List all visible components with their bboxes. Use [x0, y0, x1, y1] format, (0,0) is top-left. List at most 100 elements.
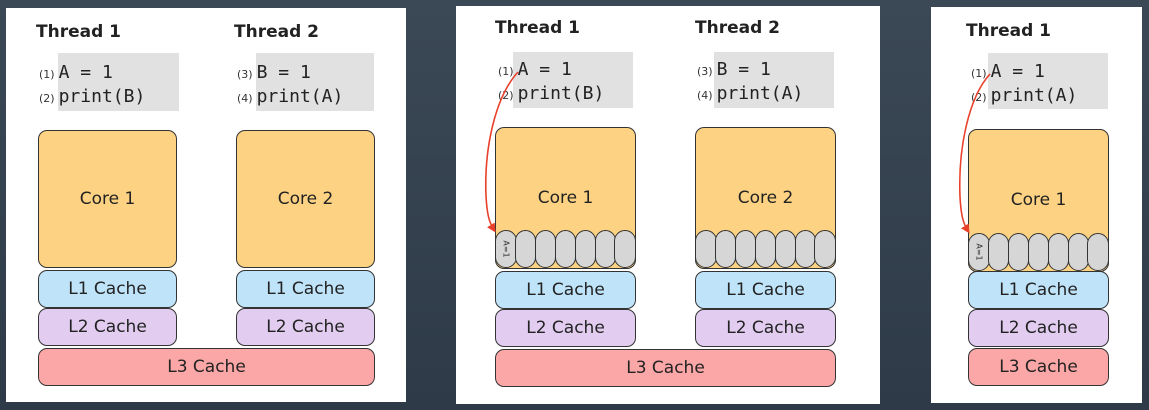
- core-label: Core 1: [79, 189, 136, 209]
- code-text: B = 1: [256, 62, 311, 83]
- l1-cache-core-1: L1 Cache: [495, 271, 636, 309]
- cache-label: L2 Cache: [726, 318, 805, 338]
- cache-label: L2 Cache: [999, 318, 1078, 338]
- store-buffer-slot: [554, 230, 577, 268]
- store-buffer-slot: A=1: [969, 233, 990, 271]
- cache-label: L3 Cache: [626, 358, 705, 378]
- code-block: [256, 53, 374, 111]
- code-text: B = 1: [716, 59, 771, 80]
- code-block: [58, 53, 179, 111]
- store-buffer-core-2: [696, 230, 835, 268]
- step-number: (2): [971, 91, 987, 104]
- cache-label: L3 Cache: [167, 357, 246, 377]
- store-buffer-slot: [1087, 233, 1108, 271]
- l1-cache-core-2: L1 Cache: [695, 271, 836, 309]
- store-buffer-slot: [1007, 233, 1030, 271]
- store-buffer-slot: [534, 230, 557, 268]
- core-1-block: Core 1: [38, 130, 177, 268]
- code-line: (1)A = 1: [498, 59, 572, 80]
- buffer-entry-label: A=1: [974, 243, 984, 261]
- l3-cache: L3 Cache: [495, 349, 836, 387]
- cache-label: L1 Cache: [68, 279, 147, 299]
- code-text: print(A): [716, 83, 804, 104]
- code-line: (2)print(A): [971, 85, 1077, 106]
- cache-label: L1 Cache: [526, 280, 605, 300]
- step-number: (3): [697, 65, 713, 78]
- code-line: (1)A = 1: [971, 61, 1045, 82]
- l3-cache: L3 Cache: [38, 348, 375, 386]
- thread-title: Thread 1: [36, 22, 121, 42]
- code-text: print(A): [990, 85, 1078, 106]
- store-buffer-slot: [1027, 233, 1050, 271]
- core-label: Core 1: [1010, 190, 1067, 210]
- thread-title: Thread 2: [695, 18, 780, 38]
- store-buffer-slot: [988, 233, 1010, 271]
- step-number: (3): [237, 68, 253, 81]
- code-line: (2)print(B): [498, 83, 604, 104]
- cache-label: L2 Cache: [526, 318, 605, 338]
- l3-cache: L3 Cache: [968, 348, 1109, 386]
- cache-label: L2 Cache: [266, 317, 345, 337]
- store-buffer-slot: [574, 230, 597, 268]
- diagram-panel-1: Thread 1 Thread 2 (1)A = 1 (2)print(B) (…: [6, 8, 406, 402]
- code-line: (3)B = 1: [237, 62, 311, 83]
- l1-cache-core-1: L1 Cache: [38, 270, 177, 308]
- code-block: [513, 52, 633, 108]
- code-block: [714, 52, 834, 108]
- store-buffer-slot: [1067, 233, 1089, 271]
- cache-label: L1 Cache: [999, 280, 1078, 300]
- step-number: (4): [237, 92, 253, 105]
- store-buffer-slot: [614, 230, 635, 268]
- core-1-block: Core 1 A=1: [495, 127, 636, 269]
- store-buffer-slot: [696, 230, 717, 268]
- code-line: (3)B = 1: [697, 59, 771, 80]
- l2-cache-core-1: L2 Cache: [968, 309, 1109, 347]
- diagram-panel-3: Thread 1 (1)A = 1 (2)print(A) Core 1 A=1…: [931, 7, 1142, 403]
- core-label: Core 1: [537, 188, 594, 208]
- core-label: Core 2: [277, 189, 334, 209]
- step-number: (4): [697, 89, 713, 102]
- core-label: Core 2: [737, 188, 794, 208]
- code-line: (2)print(B): [39, 86, 145, 107]
- store-buffer-slot: [715, 230, 737, 268]
- step-number: (1): [498, 65, 514, 78]
- thread-title: Thread 2: [234, 22, 319, 42]
- store-buffer-slot: [594, 230, 616, 268]
- store-buffer-slot: [754, 230, 777, 268]
- code-text: A = 1: [58, 62, 113, 83]
- store-buffer-slot: [515, 230, 537, 268]
- code-line: (4)print(A): [697, 83, 803, 104]
- l2-cache-core-1: L2 Cache: [38, 308, 177, 346]
- code-line: (4)print(A): [237, 86, 343, 107]
- thread-title: Thread 1: [966, 21, 1051, 41]
- l1-cache-core-1: L1 Cache: [968, 271, 1109, 309]
- l2-cache-core-2: L2 Cache: [695, 309, 836, 347]
- step-number: (1): [971, 67, 987, 80]
- core-2-block: Core 2: [236, 130, 375, 268]
- diagram-panel-2: Thread 1 Thread 2 (1)A = 1 (2)print(B) (…: [456, 6, 880, 404]
- code-text: print(B): [517, 83, 605, 104]
- l2-cache-core-1: L2 Cache: [495, 309, 636, 347]
- store-buffer-slot: [814, 230, 835, 268]
- thread-title: Thread 1: [495, 18, 580, 38]
- code-text: A = 1: [517, 59, 572, 80]
- code-line: (1)A = 1: [39, 62, 113, 83]
- l1-cache-core-2: L1 Cache: [236, 270, 375, 308]
- cache-label: L2 Cache: [68, 317, 147, 337]
- cache-label: L3 Cache: [999, 357, 1078, 377]
- core-1-block: Core 1 A=1: [968, 129, 1109, 272]
- code-text: print(B): [58, 86, 146, 107]
- code-text: A = 1: [990, 61, 1045, 82]
- store-buffer-slot: [734, 230, 757, 268]
- cache-label: L1 Cache: [726, 280, 805, 300]
- step-number: (1): [39, 68, 55, 81]
- store-buffer-core-1: A=1: [496, 230, 635, 268]
- store-buffer-slot: A=1: [496, 230, 517, 268]
- step-number: (2): [498, 89, 514, 102]
- l2-cache-core-2: L2 Cache: [236, 308, 375, 346]
- code-text: print(A): [256, 86, 344, 107]
- cache-label: L1 Cache: [266, 279, 345, 299]
- store-buffer-core-1: A=1: [969, 233, 1108, 271]
- store-buffer-slot: [774, 230, 797, 268]
- step-number: (2): [39, 92, 55, 105]
